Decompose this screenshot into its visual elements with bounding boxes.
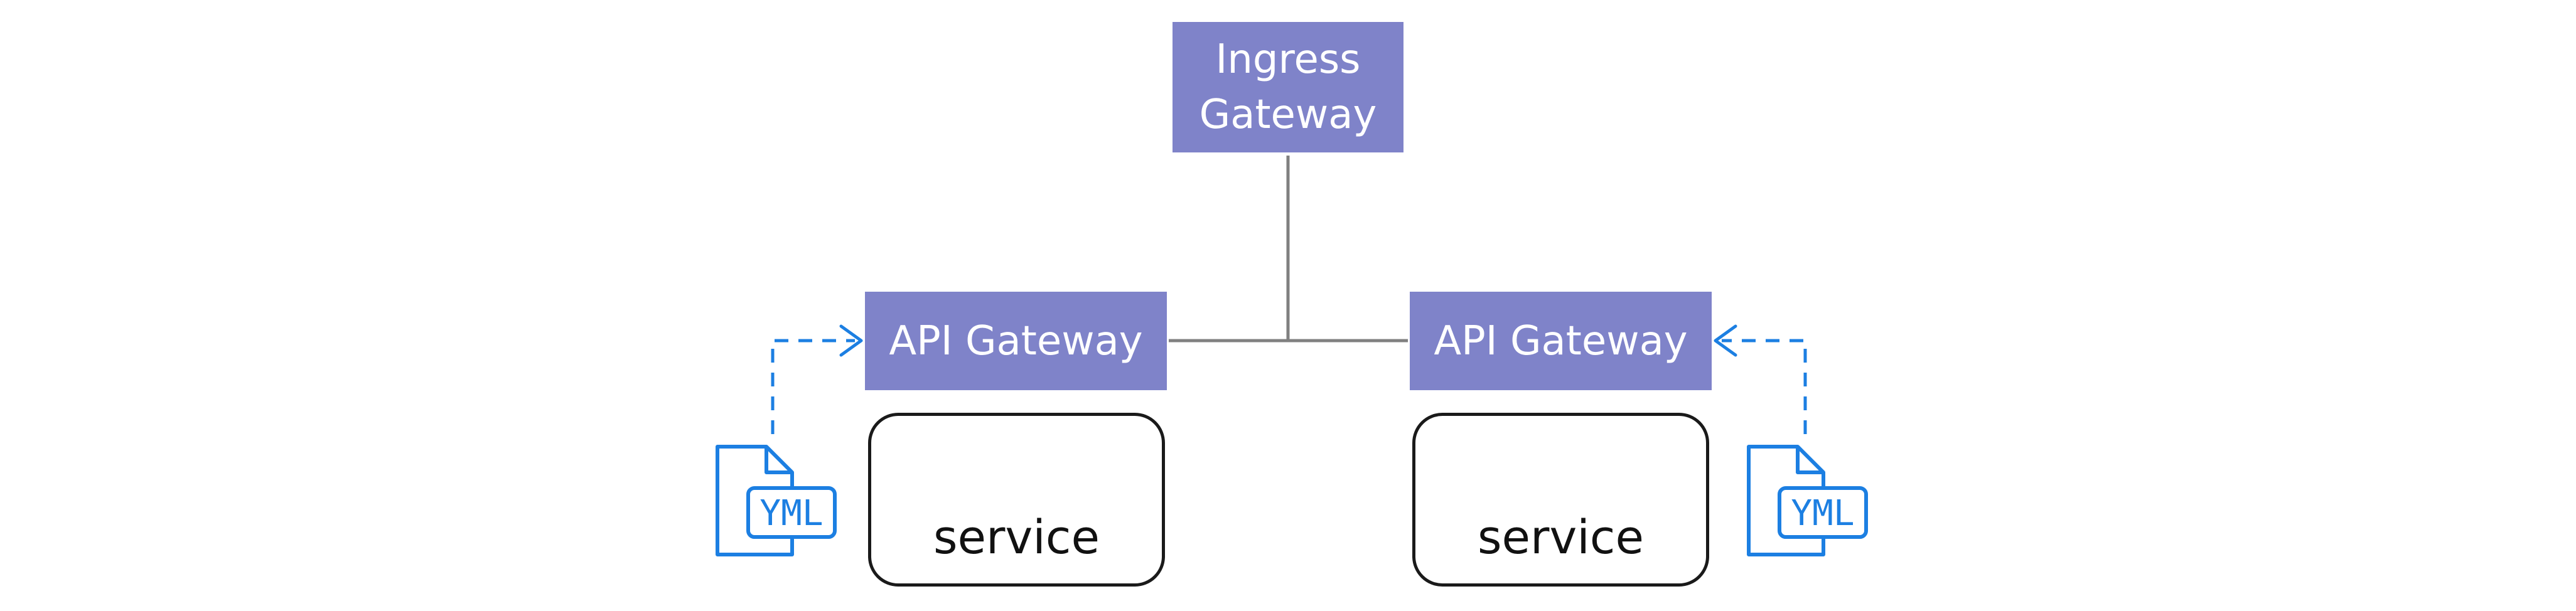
- yaml-file-icon: YML: [1747, 445, 1868, 556]
- service-left-node: service: [868, 413, 1165, 587]
- api-gateway-right-node: API Gateway: [1410, 292, 1712, 390]
- yml-label-left: YML: [759, 493, 823, 534]
- api-gateway-right-label: API Gateway: [1434, 317, 1688, 364]
- ingress-gateway-node: Ingress Gateway: [1173, 22, 1403, 152]
- yaml-file-icon: YML: [716, 445, 837, 556]
- ingress-gateway-line2: Gateway: [1199, 92, 1377, 138]
- yml-label-right: YML: [1791, 493, 1854, 534]
- service-left-label: service: [933, 511, 1100, 565]
- right-config-link: [1722, 339, 1807, 434]
- left-config-link: [771, 339, 855, 434]
- left-config-arrowhead: [839, 324, 863, 357]
- ingress-gateway-line1: Ingress: [1215, 36, 1361, 83]
- service-right-label: service: [1477, 511, 1645, 565]
- api-gateway-left-label: API Gateway: [889, 317, 1143, 364]
- service-right-node: service: [1412, 413, 1709, 587]
- api-gateway-left-node: API Gateway: [865, 292, 1167, 390]
- right-config-arrowhead: [1714, 324, 1737, 357]
